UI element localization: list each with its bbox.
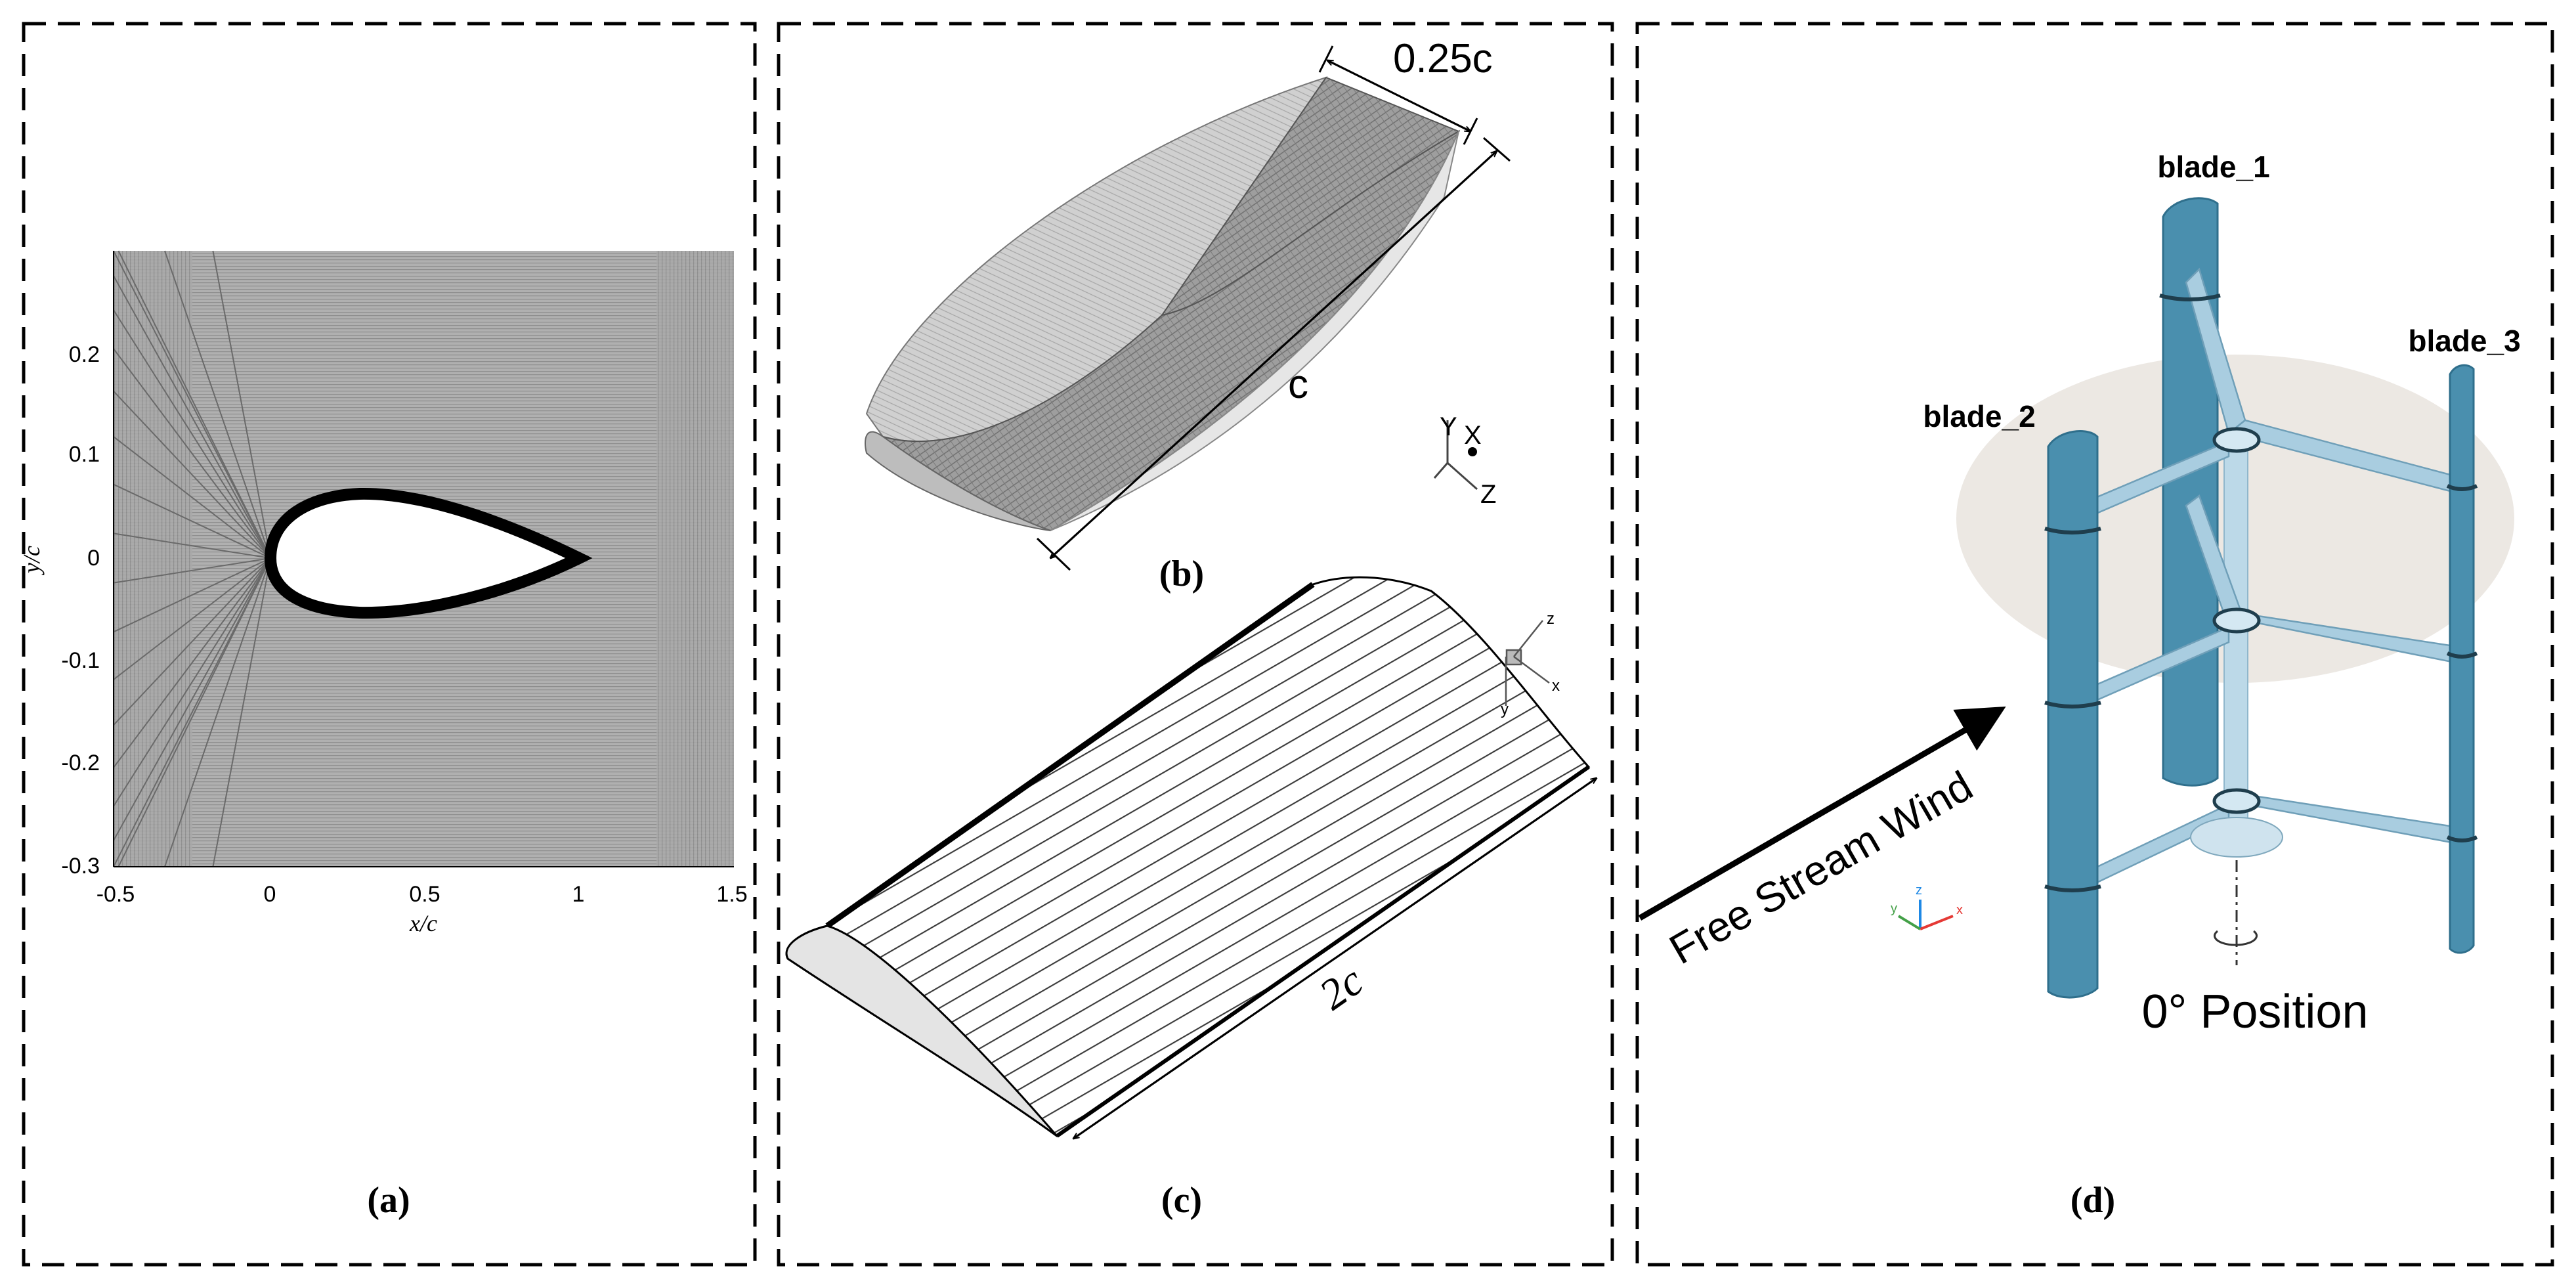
blade-1-label: blade_1 xyxy=(2157,150,2269,184)
radial-mesh-line xyxy=(163,557,271,867)
radial-mesh-line xyxy=(113,533,271,559)
x-tick: 0.5 xyxy=(409,882,440,907)
dim-tick xyxy=(1483,137,1511,162)
axis-x-label: X xyxy=(1464,421,1482,450)
airfoil-outline xyxy=(264,487,593,619)
shaft-base xyxy=(2190,817,2283,858)
blade-clamps xyxy=(2044,294,2478,892)
axis-x-dot xyxy=(1468,447,1477,456)
y-axis-label: y/c xyxy=(18,546,45,575)
triad-z-label: z xyxy=(1916,883,1922,898)
wing-front-face xyxy=(865,431,1051,531)
x-tick: 0 xyxy=(264,882,276,907)
radial-mesh-line xyxy=(163,250,271,559)
triad-y-label: y xyxy=(1891,902,1897,916)
radial-mesh-line xyxy=(113,483,271,559)
radial-mesh-lines xyxy=(113,250,271,867)
radial-mesh-line xyxy=(113,557,271,841)
panel-d: Free Stream Wind z y x blade_1 blade_2 b… xyxy=(1638,150,2521,1221)
panel-bc-frame xyxy=(777,22,1614,1267)
radial-mesh-line xyxy=(113,309,271,559)
radial-mesh-line xyxy=(113,557,271,867)
radial-mesh-line xyxy=(113,275,271,559)
dim-tick xyxy=(1036,537,1071,571)
blade-3 xyxy=(2449,364,2475,954)
axis-y-label: Y xyxy=(1440,412,1457,441)
blade-2-label: blade_2 xyxy=(1923,399,2035,433)
dim-2c-line-back xyxy=(1073,777,1597,1139)
panel-b-label: (b) xyxy=(1159,554,1204,594)
dim-span-line-back xyxy=(1327,60,1471,133)
wing-lower-edge xyxy=(1050,131,1459,531)
y-tick: -0.1 xyxy=(61,648,100,673)
radial-mesh-line xyxy=(118,557,271,867)
rotation-arrow xyxy=(2214,930,2258,946)
blade-3-label: blade_3 xyxy=(2408,324,2520,358)
radial-mesh-line xyxy=(113,557,271,768)
dim-tick xyxy=(1318,45,1334,73)
wing-c-surface xyxy=(785,576,1591,1137)
mesh-right-dense xyxy=(656,251,734,867)
radial-mesh-line xyxy=(113,557,271,584)
panel-d-label: (d) xyxy=(2071,1180,2115,1221)
x-tick: 1 xyxy=(572,882,585,907)
radial-mesh-line xyxy=(113,348,271,559)
wing-c-root-section xyxy=(785,925,1058,1137)
x-tick: 1.5 xyxy=(716,882,747,907)
wing-c-trailing-edge xyxy=(1056,765,1590,1138)
radial-mesh-line xyxy=(113,557,271,726)
panel-c-label: (c) xyxy=(1161,1180,1202,1221)
y-tick: 0.1 xyxy=(69,442,100,467)
dim-tick xyxy=(1463,118,1478,145)
radial-mesh-line xyxy=(113,391,271,559)
radial-mesh-line xyxy=(113,557,271,807)
wing-c-leading-edge xyxy=(825,582,1315,928)
x-axis-label: x/c xyxy=(409,910,437,936)
axis-triad-c xyxy=(1505,620,1550,706)
position-label: 0° Position xyxy=(2142,986,2369,1038)
rotor-hubs xyxy=(2212,427,2261,814)
y-tick: -0.2 xyxy=(61,751,100,775)
wind-label: Free Stream Wind xyxy=(1662,762,1981,973)
radial-mesh-line xyxy=(113,250,271,559)
blade-2 xyxy=(2047,430,2099,999)
triad-x-label: x xyxy=(1956,903,1963,917)
panel-a-frame xyxy=(22,22,757,1267)
radial-mesh-line xyxy=(113,436,271,559)
axis-triad-b xyxy=(1433,420,1478,491)
axis-z-label-c: z xyxy=(1547,610,1555,628)
y-tick: 0.2 xyxy=(69,342,100,367)
panel-a-label: (a) xyxy=(367,1180,410,1221)
panel-d-frame xyxy=(1635,22,2554,1267)
x-tick: -0.5 xyxy=(97,882,135,907)
dim-2c-label: 2c xyxy=(1311,957,1372,1020)
panel-c: 2c z x y (c) xyxy=(785,576,1597,1221)
axis-x-label-c: x xyxy=(1552,677,1560,695)
axis-z-label: Z xyxy=(1480,480,1496,509)
y-tick: 0 xyxy=(87,546,100,571)
axis-triad-d xyxy=(1897,900,1954,930)
dim-chord-label: c xyxy=(1288,362,1308,407)
radial-mesh-line xyxy=(113,557,271,680)
wind-arrow xyxy=(1638,706,2006,921)
radial-mesh-line xyxy=(118,250,271,559)
dim-span-label: 0.25c xyxy=(1393,36,1493,81)
panel-b: 0.25c c Y X Z (b) xyxy=(865,36,1511,594)
axis-y-label-c: y xyxy=(1501,701,1509,718)
panel-a: 0.2 0.1 0 -0.1 -0.2 -0.3 -0.5 0 0.5 1 1.… xyxy=(18,250,748,1221)
mesh-left-dense xyxy=(114,251,192,867)
radial-mesh-line xyxy=(212,250,271,559)
dim-chord-line-back xyxy=(1050,150,1498,558)
radial-mesh-line xyxy=(113,557,271,633)
y-tick: -0.3 xyxy=(61,854,100,879)
radial-mesh-line xyxy=(212,557,271,867)
